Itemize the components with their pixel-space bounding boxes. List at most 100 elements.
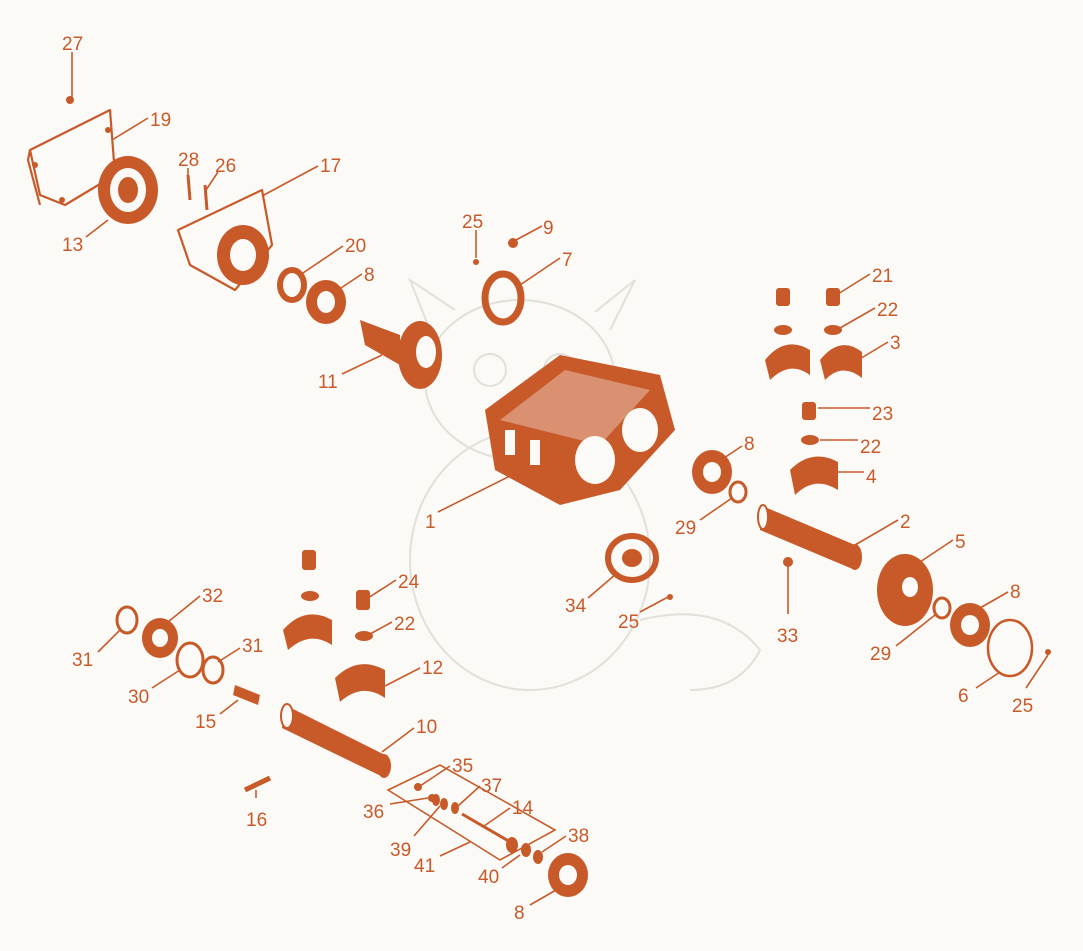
part-35-clip[interactable] <box>414 783 422 791</box>
part-5-gear[interactable] <box>877 554 933 626</box>
part-25-screw-top[interactable] <box>473 259 479 265</box>
leader-line-40 <box>501 854 521 869</box>
part-1-crankcase[interactable] <box>485 355 675 505</box>
part-3-rod-cap-pair[interactable] <box>765 344 862 380</box>
part-29-shim-mid[interactable] <box>728 480 748 504</box>
callout-22b: 22 <box>860 437 881 458</box>
part-16-pin[interactable] <box>243 775 272 793</box>
leader-line-19 <box>111 117 149 141</box>
leader-line-31b <box>217 647 241 663</box>
callout-22c: 22 <box>394 614 415 635</box>
callout-21: 21 <box>872 266 893 287</box>
part-33-key[interactable] <box>783 557 793 567</box>
callout-38: 38 <box>568 826 589 847</box>
part-7-bearing-ring[interactable] <box>481 270 525 326</box>
callout-25b: 25 <box>618 612 639 633</box>
callout-6: 6 <box>958 686 969 707</box>
callout-1: 1 <box>425 512 436 533</box>
part-8-bearing-upper[interactable] <box>306 280 346 324</box>
leader-line-13 <box>85 219 109 238</box>
callout-2: 2 <box>900 512 911 533</box>
leader-line-22c <box>369 621 393 635</box>
leader-line-15 <box>219 699 239 715</box>
axis-crank-left <box>90 375 445 612</box>
callout-8c: 8 <box>1010 582 1021 603</box>
part-10-shaft[interactable] <box>280 703 391 778</box>
part-25-screw-mid[interactable] <box>667 594 673 600</box>
part-23-bolt[interactable] <box>802 402 816 420</box>
part-37-ring[interactable] <box>451 802 459 814</box>
leader-line-41 <box>439 841 471 857</box>
callout-27: 27 <box>62 34 83 55</box>
part-6-end-cover[interactable] <box>986 618 1034 678</box>
part-30-gasket[interactable] <box>175 641 205 679</box>
leader-line-8a <box>337 273 363 291</box>
part-41-piston-assembly-frame[interactable] <box>386 764 557 861</box>
part-15-bushing[interactable] <box>233 685 260 705</box>
part-39-seals[interactable] <box>432 794 448 810</box>
callout-3: 3 <box>890 333 901 354</box>
part-40-spacer[interactable] <box>506 837 518 853</box>
part-24-bolt-b[interactable] <box>356 590 370 610</box>
part-13-bearing-cap[interactable] <box>98 156 158 224</box>
part-40-seal[interactable] <box>521 843 531 857</box>
part-22-washer-lower-a[interactable] <box>301 591 319 601</box>
part-22-washer-mid[interactable] <box>801 435 819 445</box>
part-29-shim-right[interactable] <box>932 596 952 620</box>
leader-line-22a <box>839 307 876 329</box>
callout-28: 28 <box>178 150 199 171</box>
leader-line-25b <box>639 596 669 613</box>
part-31-oring-left[interactable] <box>115 605 139 635</box>
callout-20: 20 <box>345 236 366 257</box>
part-2-crankshaft[interactable] <box>757 504 862 570</box>
part-8-bearing-bottom[interactable] <box>548 853 588 897</box>
callout-36: 36 <box>363 802 384 823</box>
part-12-rod-cap-b[interactable] <box>335 664 385 702</box>
leader-line-30 <box>151 669 181 689</box>
part-12-rod-cap-a[interactable] <box>283 614 332 650</box>
part-4-rod-cap[interactable] <box>790 456 838 495</box>
callout-29a: 29 <box>675 518 696 539</box>
callout-31a: 31 <box>72 650 93 671</box>
part-14-plunger-rod[interactable] <box>461 812 513 845</box>
leader-line-26 <box>205 171 219 191</box>
leader-line-20 <box>299 245 344 276</box>
part-22-washer-lower-b[interactable] <box>355 631 373 641</box>
part-21-bolts[interactable] <box>776 288 840 306</box>
part-22-washers-upper[interactable] <box>774 325 842 335</box>
leader-line-17 <box>261 165 319 197</box>
part-34-rear-cover[interactable] <box>605 533 659 583</box>
leader-line-3 <box>857 341 889 361</box>
part-38-ring[interactable] <box>533 850 543 864</box>
leader-line-6 <box>975 671 1001 689</box>
part-31-oring-right[interactable] <box>201 655 225 685</box>
leader-line-1 <box>437 475 511 513</box>
leader-line-8d <box>529 889 557 906</box>
callout-19: 19 <box>150 110 171 131</box>
part-8-bearing-mid[interactable] <box>692 450 732 494</box>
callout-17: 17 <box>320 156 341 177</box>
part-28-26-screws[interactable] <box>186 174 209 211</box>
callout-25a: 25 <box>462 212 483 233</box>
callout-29b: 29 <box>870 644 891 665</box>
leader-line-11 <box>341 354 383 375</box>
part-32-seal[interactable] <box>142 618 178 658</box>
part-24-bolt-a[interactable] <box>302 550 316 570</box>
leader-line-24 <box>367 579 397 599</box>
leader-line-37 <box>457 785 481 807</box>
part-11-input-shaft[interactable] <box>360 320 442 389</box>
part-17-housing-cover[interactable] <box>176 188 274 292</box>
part-20-oil-seal[interactable] <box>277 267 307 303</box>
callout-32: 32 <box>202 586 223 607</box>
part-9-bolt[interactable] <box>508 238 518 248</box>
callout-15: 15 <box>195 712 216 733</box>
part-8-bearing-right[interactable] <box>950 603 990 647</box>
leader-line-39 <box>413 805 441 837</box>
callout-12: 12 <box>422 658 443 679</box>
leader-line-7 <box>519 257 561 286</box>
callout-26: 26 <box>215 156 236 177</box>
part-25-screw-right[interactable] <box>1045 649 1051 655</box>
callout-22a: 22 <box>877 300 898 321</box>
callout-33: 33 <box>777 626 798 647</box>
